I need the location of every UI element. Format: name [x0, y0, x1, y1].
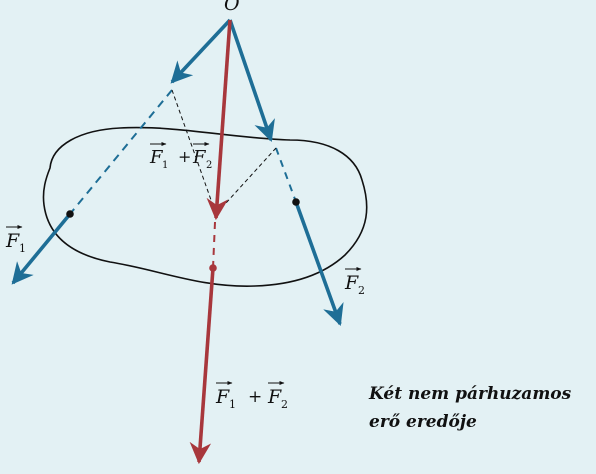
f2-application-point [292, 198, 300, 206]
svg-text:F: F [192, 147, 207, 168]
point-o-label: O [224, 0, 240, 15]
svg-text:F: F [267, 386, 282, 408]
svg-text:1: 1 [162, 160, 168, 171]
resultant-vector-applied [189, 267, 215, 465]
svg-text:1: 1 [19, 242, 26, 255]
parallelogram-side-b [215, 147, 277, 215]
f1-vector-applied [11, 212, 72, 285]
label-sum-large: F 1 + F 2 [215, 381, 288, 411]
svg-text:1: 1 [229, 398, 236, 411]
f1-application-point [66, 210, 74, 218]
svg-text:F: F [344, 272, 359, 294]
f2-vector-applied [294, 201, 344, 327]
caption-line-2: erő eredője [369, 412, 477, 432]
f1-vector-at-o [170, 18, 232, 84]
resultant-application-point [209, 264, 217, 272]
svg-text:F: F [215, 386, 230, 408]
rigid-body-outline [42, 126, 368, 287]
svg-text:F: F [149, 147, 164, 168]
svg-text:2: 2 [358, 284, 365, 297]
f2-vector-at-o [228, 19, 275, 143]
parallelogram-side-a [171, 89, 217, 215]
label-sum-small: F 1 + F 2 [149, 142, 212, 171]
f2-line-of-action [275, 147, 297, 203]
svg-text:+: + [248, 387, 262, 407]
resultant-line-of-action [212, 221, 216, 269]
svg-text:2: 2 [281, 398, 288, 411]
label-f1: F 1 [5, 225, 26, 255]
label-f2: F 2 [344, 267, 365, 297]
figure-caption: Két nem párhuzamos erő eredője [369, 380, 571, 436]
caption-line-1: Két nem párhuzamos [369, 384, 572, 404]
svg-text:+: + [178, 147, 191, 166]
svg-text:2: 2 [206, 160, 212, 171]
resultant-vector-at-o [206, 19, 232, 221]
svg-text:F: F [5, 230, 20, 252]
f1-line-of-action [69, 89, 173, 215]
